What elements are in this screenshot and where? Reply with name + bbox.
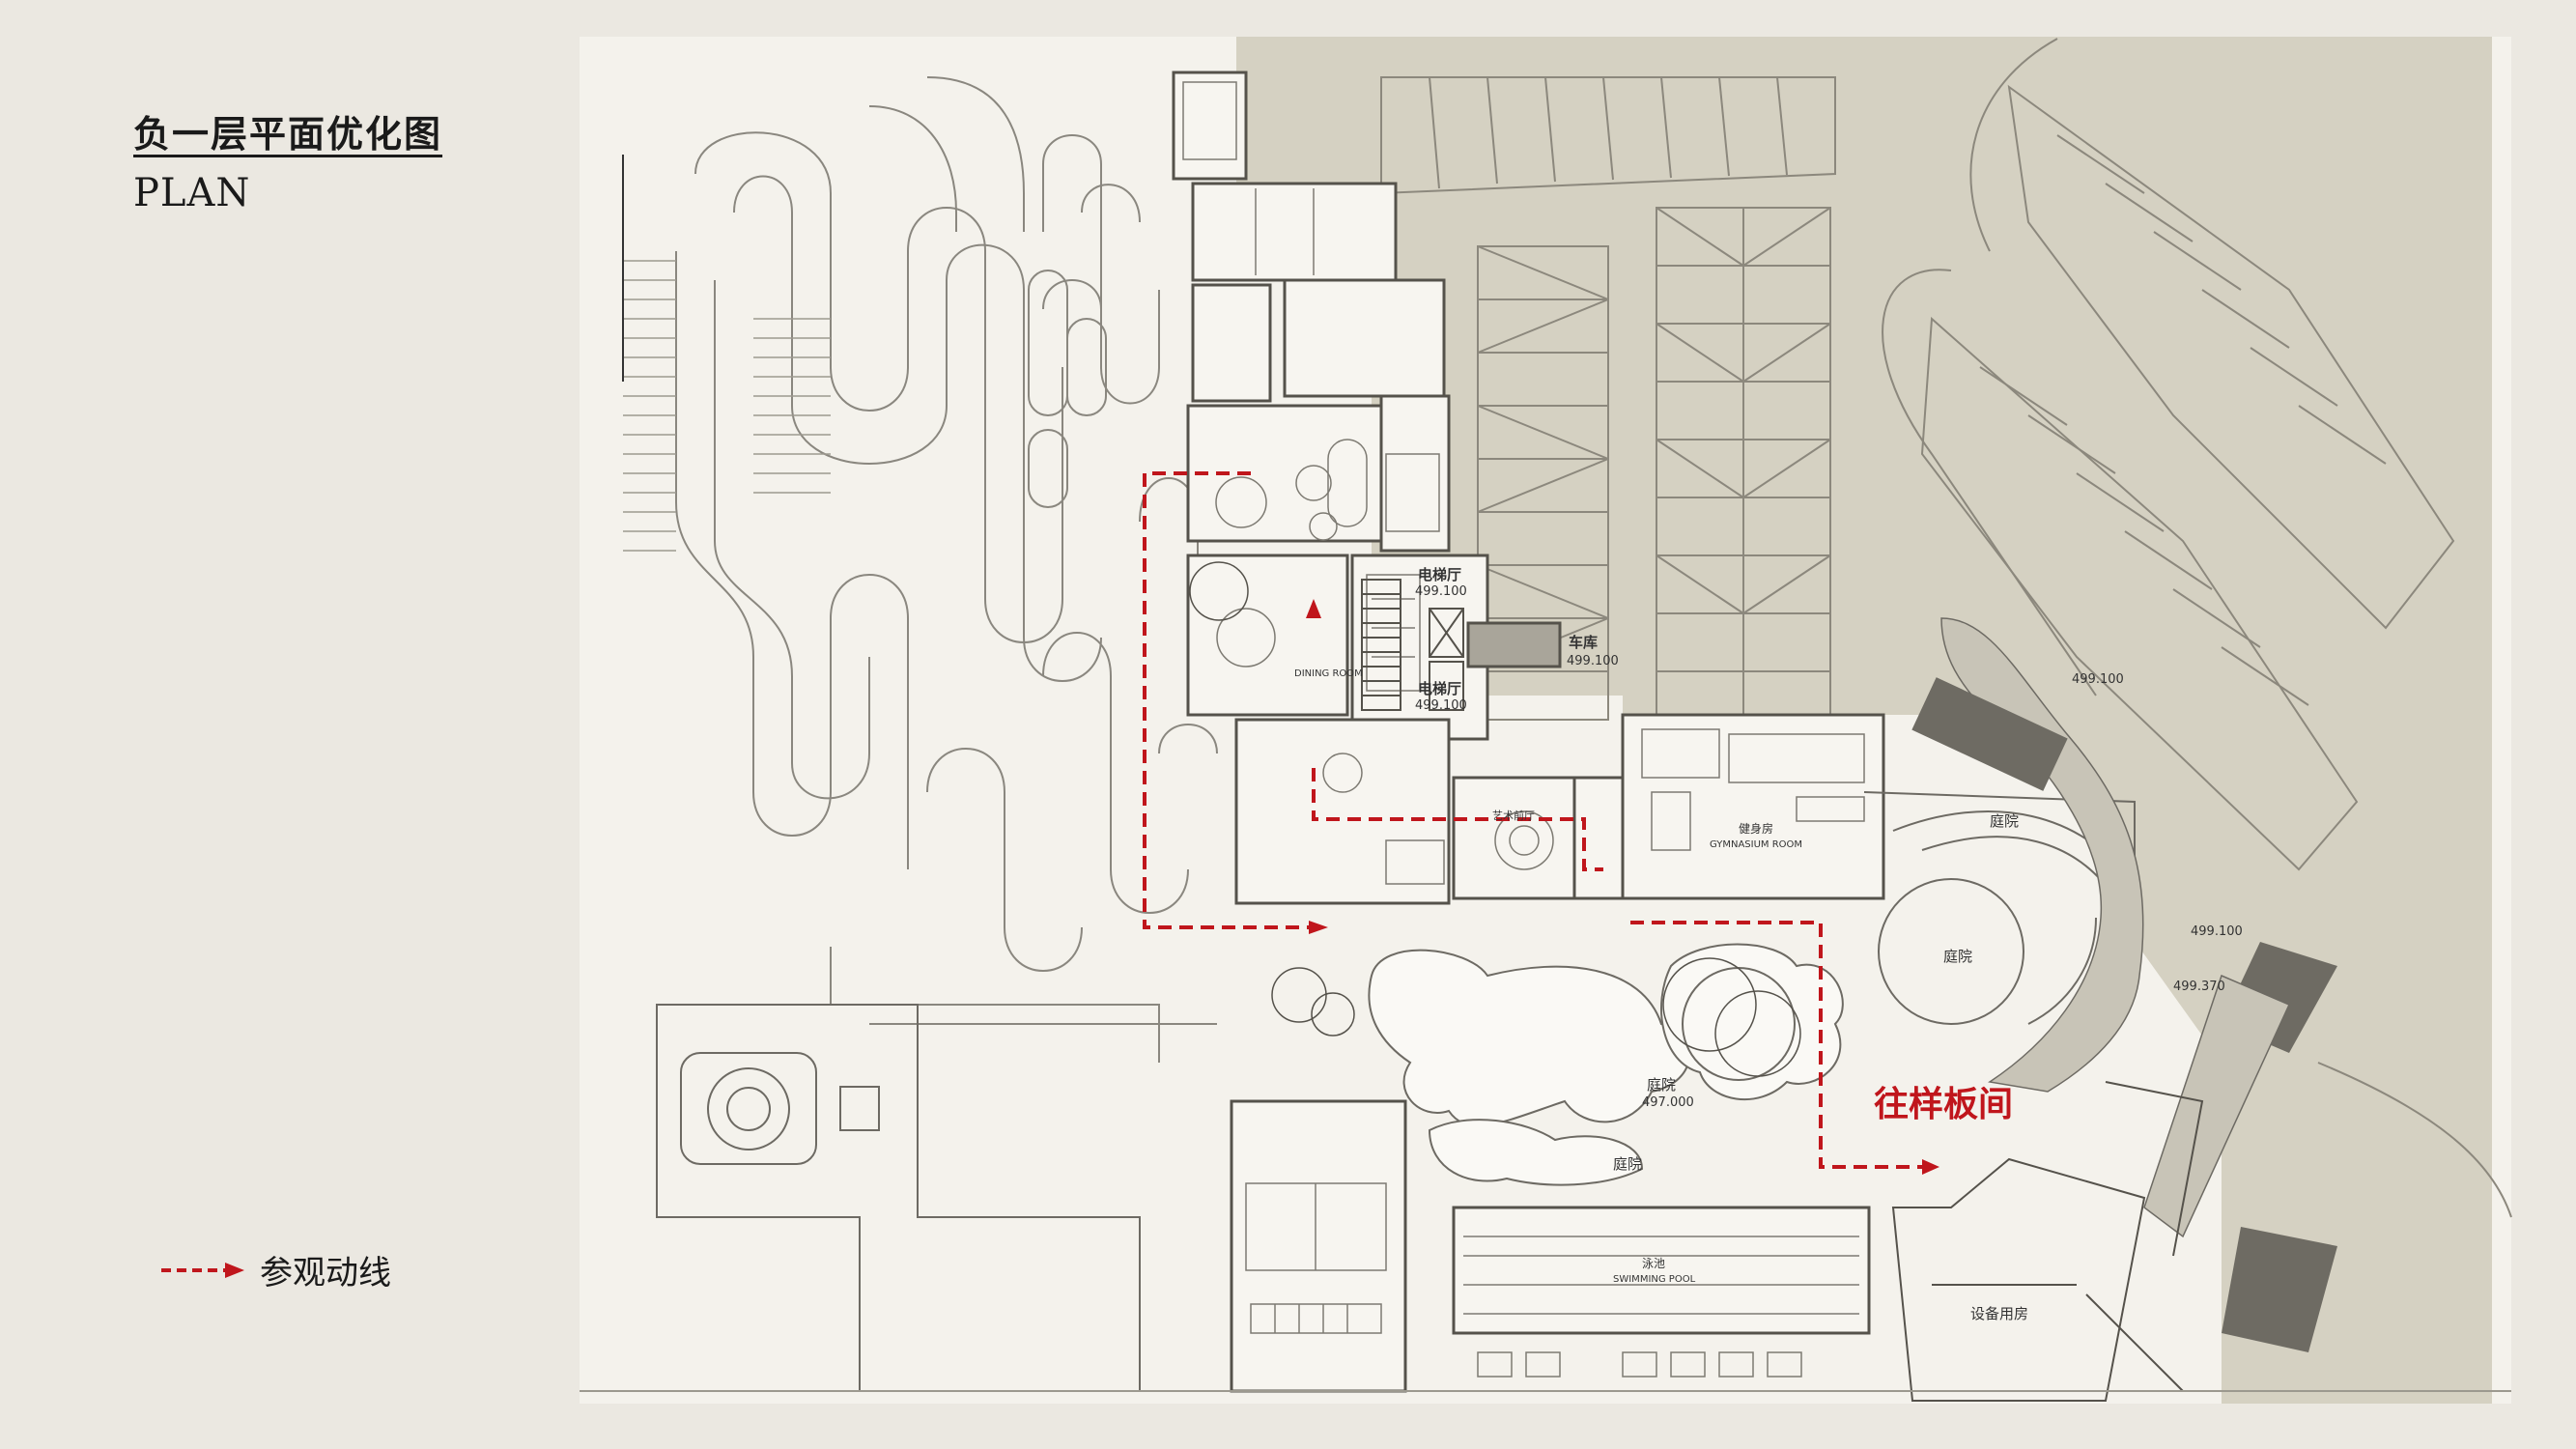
landscape-stripes bbox=[623, 260, 831, 552]
garage-zone bbox=[1236, 37, 2492, 1404]
art-hall-label: 艺术前厅 bbox=[1492, 809, 1535, 822]
courtyard-round-label: 庭院 bbox=[1943, 948, 1972, 965]
elevator-hall-2-elev: 499.100 bbox=[1415, 698, 1467, 713]
showroom-route-label: 往样板间 bbox=[1874, 1085, 2013, 1124]
courtyard-east-label: 庭院 bbox=[1990, 812, 2019, 830]
lower-block-details bbox=[1245, 1182, 1859, 1334]
courtyard-trees bbox=[1189, 561, 1801, 1077]
elevator-hall-1-label: 电梯厅 bbox=[1418, 566, 1461, 583]
garage-road-curves bbox=[1882, 38, 2512, 1218]
east-dark-roof-1 bbox=[1911, 677, 2068, 791]
title-block: 负一层平面优化图 PLAN bbox=[133, 104, 442, 215]
pool-en-label: SWIMMING POOL bbox=[1613, 1274, 1696, 1285]
elevator-hall-2-label: 电梯厅 bbox=[1418, 680, 1461, 697]
courtyard-main-label: 庭院 bbox=[1647, 1076, 1676, 1094]
courtyard-main-elev: 497.000 bbox=[1642, 1095, 1694, 1110]
parking-stalls-top bbox=[1380, 76, 1836, 195]
east-planted-strip bbox=[2143, 974, 2291, 1238]
gym-en-label: GYMNASIUM ROOM bbox=[1710, 839, 1802, 850]
east-elev-1: 499.100 bbox=[2191, 924, 2243, 939]
room-labels: 电梯厅 499.100 电梯厅 499.100 车库 499.100 499.1… bbox=[1294, 566, 2243, 1322]
garage-label: 车库 bbox=[1569, 634, 1598, 651]
pool-loungers bbox=[1477, 1351, 1802, 1378]
equipment-label: 设备用房 bbox=[1970, 1305, 2028, 1322]
route-arrow-1 bbox=[1309, 921, 1328, 934]
core-stair bbox=[1361, 579, 1464, 711]
east-structures bbox=[1891, 1081, 2204, 1402]
legend-label: 参观动线 bbox=[260, 1254, 391, 1293]
landscape-paths bbox=[675, 76, 1218, 1063]
pool-label: 泳池 bbox=[1642, 1257, 1665, 1270]
route-legend-icon bbox=[161, 1262, 244, 1278]
building-details bbox=[1182, 81, 1865, 885]
courtyard-lower-label: 庭院 bbox=[1613, 1155, 1642, 1173]
route-arrow-3 bbox=[1922, 1159, 1939, 1175]
east-dark-roof-3 bbox=[2222, 1227, 2337, 1352]
page-subtitle: PLAN bbox=[133, 171, 251, 215]
parking-stalls-diagonal bbox=[1920, 84, 2455, 871]
visit-route bbox=[1143, 471, 1932, 1169]
elevator-hall-1-elev: 499.100 bbox=[1415, 584, 1467, 599]
courtyard-beds bbox=[1368, 943, 1844, 1186]
legend: 参观动线 bbox=[159, 1246, 391, 1293]
garden-ovals bbox=[1028, 270, 1107, 508]
route-arrow-2 bbox=[1306, 599, 1321, 618]
garage-ramp-elev: 499.100 bbox=[2072, 672, 2124, 687]
dining-label: DINING ROOM bbox=[1294, 668, 1363, 679]
east-elev-2: 499.370 bbox=[2173, 980, 2225, 994]
lower-block bbox=[1230, 1099, 1871, 1393]
gym-label: 健身房 bbox=[1739, 821, 1773, 836]
page-title: 负一层平面优化图 bbox=[133, 113, 443, 156]
parking-stalls-column-2 bbox=[1656, 207, 1831, 721]
garage-elev: 499.100 bbox=[1567, 654, 1619, 668]
